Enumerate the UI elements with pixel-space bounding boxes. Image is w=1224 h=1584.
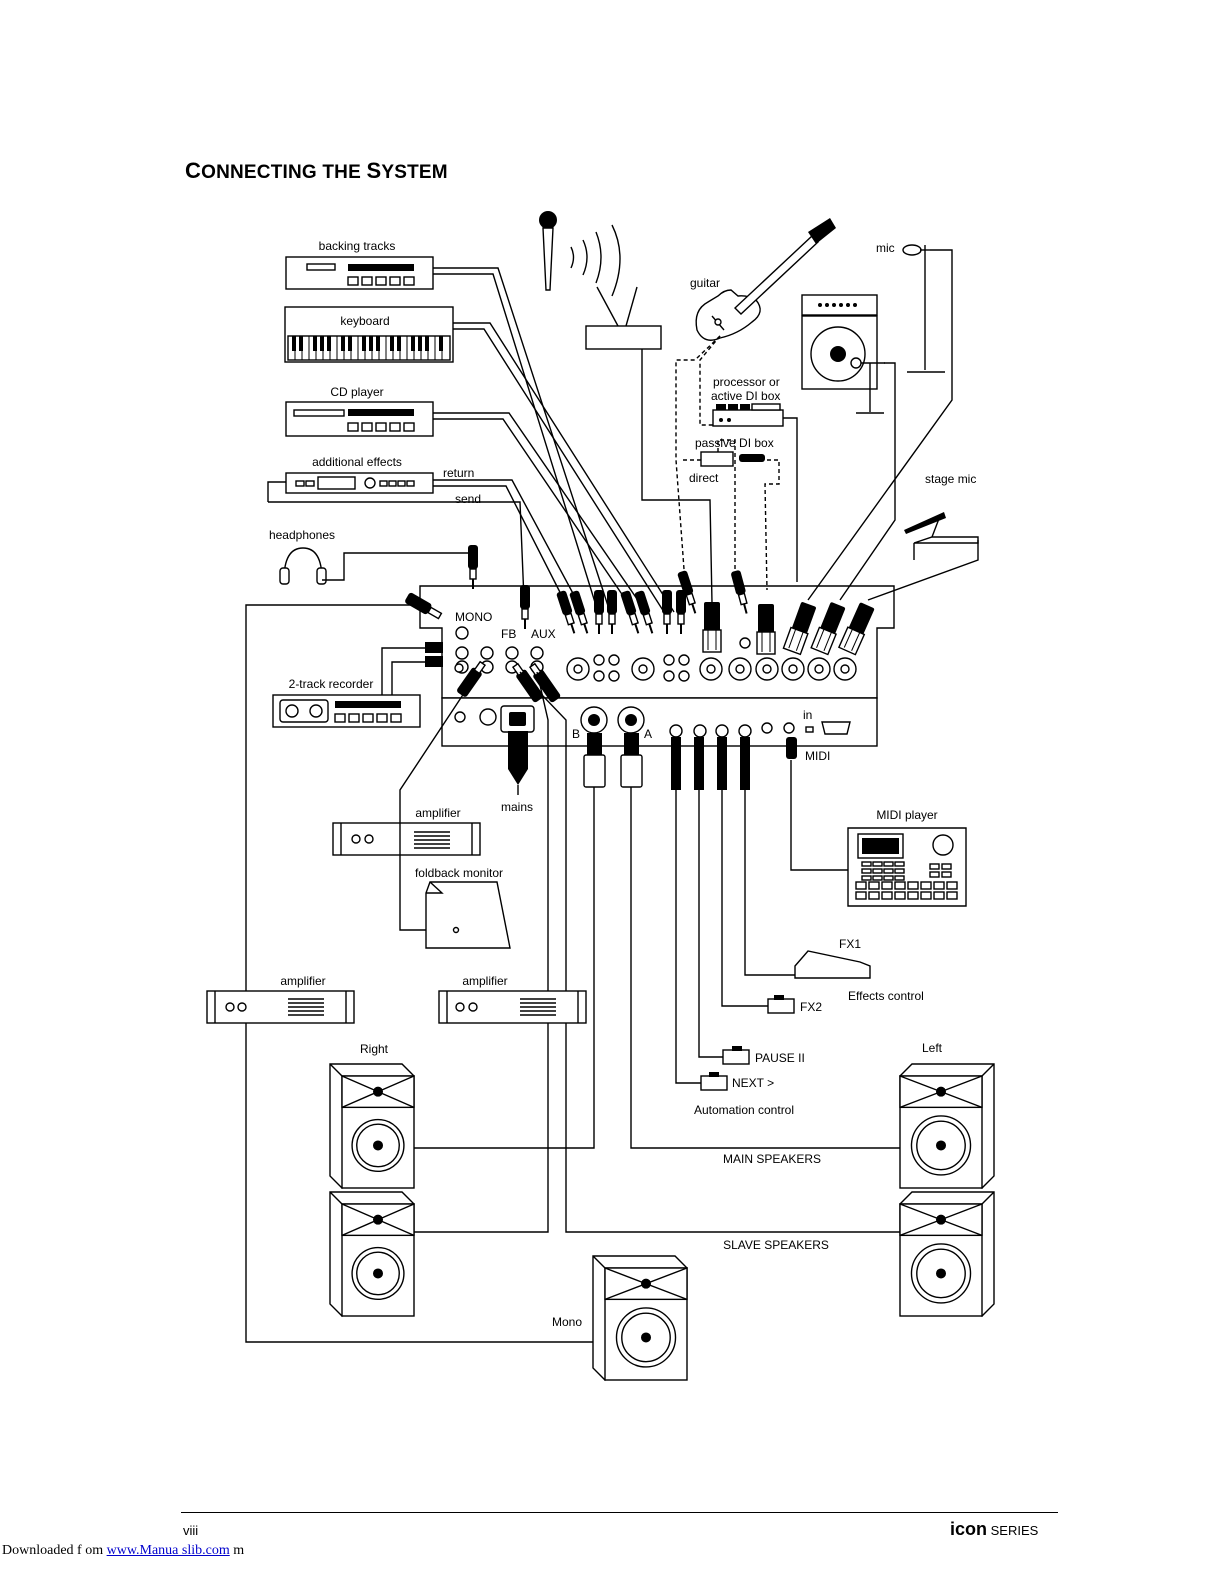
pause-label: PAUSE II bbox=[755, 1051, 805, 1065]
stage-mic bbox=[904, 512, 979, 560]
wireless-receiver bbox=[585, 286, 662, 350]
next-switch bbox=[700, 1072, 728, 1091]
speakers bbox=[329, 1063, 995, 1382]
backing-tracks-label: backing tracks bbox=[319, 239, 396, 253]
fx2-label: FX2 bbox=[800, 1000, 822, 1014]
send-label: send bbox=[455, 492, 481, 506]
direct-label: direct bbox=[689, 471, 719, 485]
amplifier-mid-label: amplifier bbox=[462, 974, 507, 988]
fx2-switch bbox=[767, 995, 795, 1014]
effects-control-label: Effects control bbox=[848, 989, 924, 1003]
fb-label: FB bbox=[501, 627, 516, 641]
effects-unit bbox=[285, 472, 434, 494]
mains-plug bbox=[508, 731, 528, 795]
mic-label: mic bbox=[876, 241, 895, 255]
additional-effects-label: additional effects bbox=[312, 455, 402, 469]
left-label: Left bbox=[922, 1041, 943, 1055]
vocal-mic-stand bbox=[902, 244, 945, 373]
guitar-label: guitar bbox=[690, 276, 720, 290]
amplifier-top-label: amplifier bbox=[415, 806, 460, 820]
headphones-label: headphones bbox=[269, 528, 335, 542]
keyboard-unit bbox=[284, 306, 454, 363]
amplifier-foldback bbox=[332, 822, 481, 856]
two-track-recorder bbox=[272, 694, 421, 728]
fx1-pedal bbox=[794, 950, 871, 979]
fx1-label: FX1 bbox=[839, 937, 861, 951]
foldback-monitor bbox=[425, 881, 511, 949]
next-label: NEXT > bbox=[732, 1076, 774, 1090]
download-note: Downloaded f om www.Manua slib.com m bbox=[2, 1543, 245, 1558]
guitar-amp bbox=[801, 294, 878, 390]
amplifier-right bbox=[206, 990, 355, 1024]
processor-label: processor or bbox=[713, 375, 780, 389]
foldback-label: foldback monitor bbox=[415, 866, 503, 880]
mono-jack-label: MONO bbox=[455, 610, 492, 624]
amplifier-center bbox=[438, 990, 587, 1024]
amplifier-left-label: amplifier bbox=[280, 974, 325, 988]
right-label: Right bbox=[360, 1042, 389, 1056]
mono-speaker-label: Mono bbox=[552, 1315, 582, 1329]
midi-player-label: MIDI player bbox=[876, 808, 937, 822]
slave-speakers-label: SLAVE SPEAKERS bbox=[723, 1238, 829, 1252]
cd-player-unit bbox=[285, 401, 434, 437]
footer-rule bbox=[181, 1512, 1058, 1513]
guitar bbox=[695, 218, 836, 341]
midi-label: MIDI bbox=[805, 749, 830, 763]
download-link[interactable]: www.Manua slib.com bbox=[106, 1543, 230, 1558]
backing-tracks-unit bbox=[285, 256, 434, 290]
wireless-mic bbox=[539, 211, 621, 297]
cd-player-label: CD player bbox=[330, 385, 383, 399]
active-di-label: active DI box bbox=[711, 389, 780, 403]
b-output-label: B bbox=[572, 727, 580, 741]
automation-label: Automation control bbox=[694, 1103, 794, 1117]
a-output-label: A bbox=[644, 727, 652, 741]
cables bbox=[267, 249, 979, 613]
amp-mic bbox=[850, 357, 885, 414]
aux-label: AUX bbox=[531, 627, 556, 641]
passive-di-box bbox=[700, 451, 765, 467]
pause-switch bbox=[722, 1046, 750, 1065]
page-number: viii bbox=[183, 1523, 199, 1538]
two-track-label: 2-track recorder bbox=[289, 677, 374, 691]
midi-in-label: in bbox=[803, 708, 812, 722]
series-brand: icon SERIES bbox=[950, 1519, 1039, 1539]
headphones-unit bbox=[279, 547, 327, 585]
return-label: return bbox=[443, 466, 474, 480]
mains-label: mains bbox=[501, 800, 533, 814]
processor-box bbox=[712, 403, 784, 427]
midi-player bbox=[847, 827, 967, 907]
main-speakers-label: MAIN SPEAKERS bbox=[723, 1152, 821, 1166]
plugs bbox=[405, 545, 875, 703]
keyboard-label: keyboard bbox=[340, 314, 389, 328]
stage-mic-label: stage mic bbox=[925, 472, 976, 486]
page-title: CONNECTING THE SYSTEM bbox=[185, 158, 448, 183]
